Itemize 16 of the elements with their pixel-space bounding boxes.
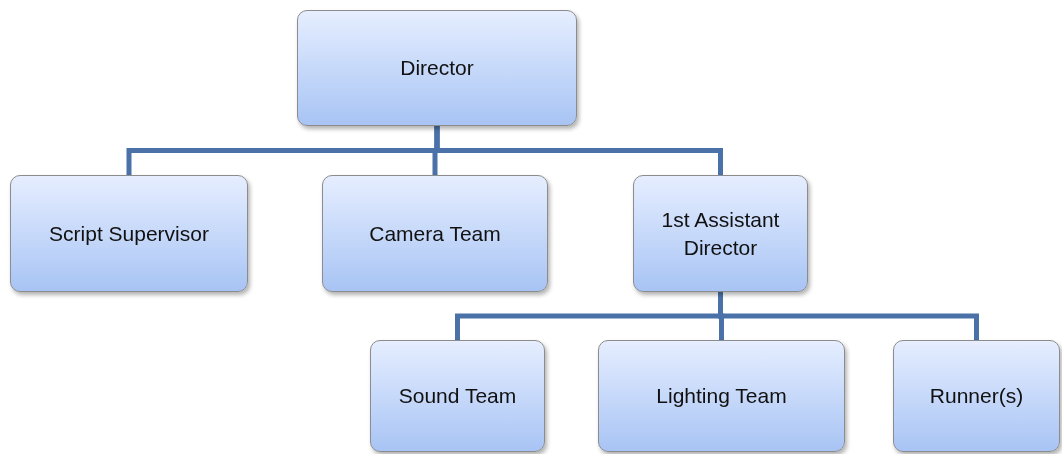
role-label: Camera Team [369, 220, 501, 247]
connector-line [434, 126, 723, 175]
role-label: 1st Assistant Director [660, 207, 781, 261]
role-box [598, 340, 845, 452]
role-label: Script Supervisor [49, 220, 209, 247]
connector-line [718, 292, 979, 340]
role-label: Director [400, 55, 474, 82]
role-box [633, 175, 808, 292]
role-box [297, 10, 577, 126]
role-box [322, 175, 548, 292]
role-label: Lighting Team [656, 383, 787, 410]
role-box [370, 340, 545, 452]
role-label: Runner(s) [929, 383, 1024, 410]
role-box [893, 340, 1060, 452]
role-box [10, 175, 248, 292]
role-label: Sound Team [398, 383, 517, 410]
